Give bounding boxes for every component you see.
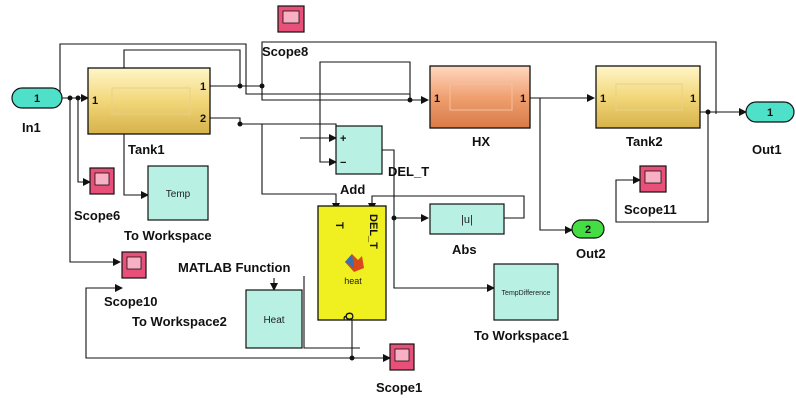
- abs-symbol: |u|: [461, 214, 473, 226]
- outport-out1[interactable]: 1 Out1: [745, 101, 795, 157]
- matlab-function-label: MATLAB Function: [178, 260, 290, 275]
- scope1-block[interactable]: Scope1: [376, 343, 422, 395]
- scope8-label: Scope8: [262, 44, 308, 59]
- tank2-label: Tank2: [626, 134, 663, 149]
- scope10-block[interactable]: Scope10: [104, 251, 157, 309]
- to-workspace1-block[interactable]: TempDifference To Workspace1: [474, 263, 569, 343]
- hx-out-port: 1: [520, 93, 526, 105]
- matlab-out-port-q: Q: [343, 312, 355, 321]
- matlab-in-port-delt: DEL_T: [367, 214, 379, 249]
- tank1-out-port-2: 2: [200, 113, 206, 125]
- add-label: Add: [340, 182, 365, 197]
- tank1-in-port: 1: [92, 95, 98, 107]
- to-workspace-label: To Workspace: [124, 228, 212, 243]
- to-workspace-block[interactable]: Temp To Workspace: [124, 165, 212, 243]
- to-workspace-variable: Temp: [166, 189, 191, 200]
- to-workspace2-label: To Workspace2: [132, 314, 227, 329]
- abs-block[interactable]: |u| Abs: [429, 203, 505, 257]
- tank1-block[interactable]: 1 1 2 Tank1: [87, 67, 211, 157]
- scope11-block[interactable]: Scope11: [624, 165, 677, 217]
- matlab-icon-caption: heat: [344, 276, 362, 286]
- to-workspace1-label: To Workspace1: [474, 328, 569, 343]
- abs-label: Abs: [452, 242, 477, 257]
- scope1-label: Scope1: [376, 380, 422, 395]
- hx-block[interactable]: 1 1 HX: [429, 65, 531, 149]
- add-plus-sign: +: [340, 133, 346, 145]
- to-workspace2-block[interactable]: Heat To Workspace2: [132, 289, 303, 349]
- add-output-name: DEL_T: [388, 164, 429, 179]
- tank2-in-port: 1: [600, 93, 606, 105]
- scope11-label: Scope11: [624, 202, 677, 217]
- matlab-function-block[interactable]: T DEL_T Q heat MATLAB Function: [178, 205, 387, 321]
- tank2-block[interactable]: 1 1 Tank2: [595, 65, 701, 149]
- outport2-number: 2: [585, 224, 591, 236]
- outport-out2[interactable]: 2 Out2: [571, 219, 606, 261]
- matlab-in-port-t: T: [333, 222, 345, 229]
- scope6-label: Scope6: [74, 208, 120, 223]
- hx-label: HX: [472, 134, 490, 149]
- tank1-label: Tank1: [128, 142, 165, 157]
- outport1-number: 1: [767, 107, 773, 119]
- junction-dots: [67, 83, 711, 361]
- add-minus-sign: −: [340, 157, 346, 169]
- to-workspace1-variable: TempDifference: [502, 290, 551, 297]
- to-workspace2-variable: Heat: [263, 315, 284, 326]
- outport1-label: Out1: [752, 142, 782, 157]
- scope6-block[interactable]: Scope6: [74, 167, 120, 223]
- tank2-out-port: 1: [690, 93, 696, 105]
- hx-in-port: 1: [434, 93, 440, 105]
- scope10-label: Scope10: [104, 294, 157, 309]
- inport-label: In1: [22, 120, 41, 135]
- tank1-out-port-1: 1: [200, 81, 206, 93]
- matlab-logo-icon: [345, 254, 364, 272]
- scope8-block[interactable]: Scope8: [262, 5, 308, 59]
- add-block[interactable]: + − Add DEL_T: [335, 125, 429, 197]
- signal-lines: [59, 41, 747, 362]
- inport-number: 1: [34, 93, 40, 105]
- outport2-label: Out2: [576, 246, 606, 261]
- inport-in1[interactable]: 1 In1: [11, 87, 63, 135]
